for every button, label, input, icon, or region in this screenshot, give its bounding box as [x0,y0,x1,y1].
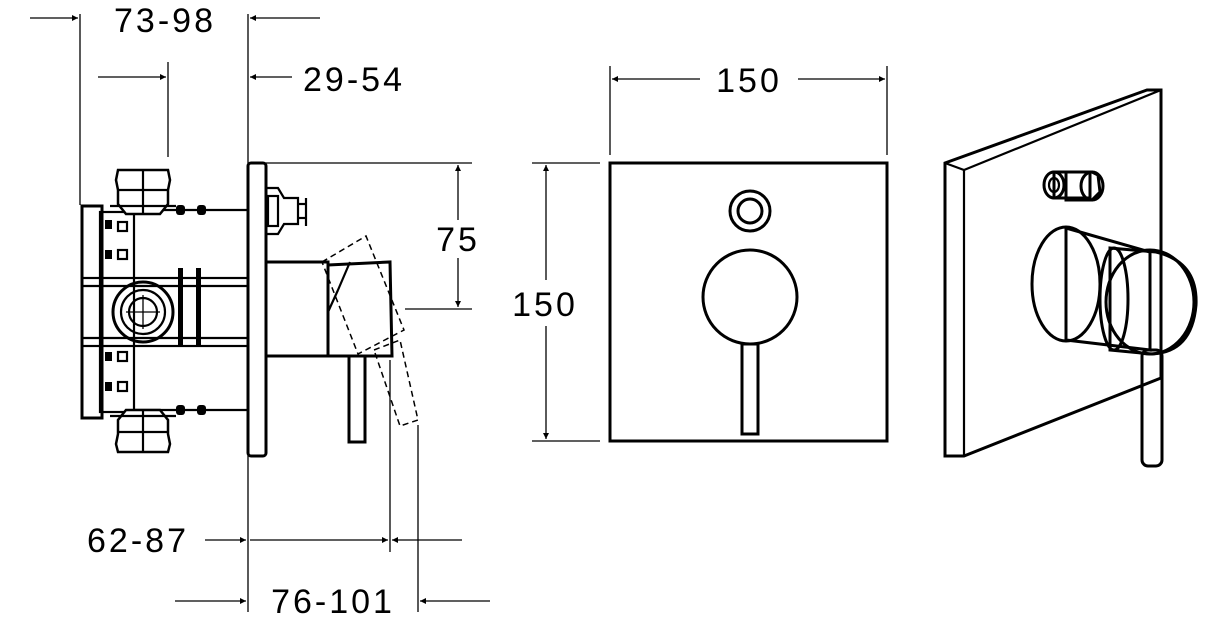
dim-bottom-depth-b-label: 76-101 [271,583,395,621]
handle-front [701,248,799,436]
dim-bottom-depth-a-label: 62-87 [87,522,189,560]
dim-front-width: 150 [612,62,885,100]
handle-side [264,234,419,444]
diverter-knob-side [266,186,308,236]
cover-plate-front [608,161,889,443]
cover-plate-side [246,161,268,458]
dim-top-offset: 29-54 [98,61,405,99]
dim-handle-height-label: 75 [436,221,480,259]
hex-nut-top [110,168,176,216]
dim-handle-height: 75 [436,165,480,307]
dim-top-offset-label: 29-54 [303,61,405,99]
handle-iso [1030,225,1198,468]
dim-top-depth: 73-98 [30,2,320,40]
dim-front-height: 150 [512,165,578,439]
dim-front-width-label: 150 [716,62,782,100]
dim-top-depth-label: 73-98 [114,2,216,40]
cover-plate-iso [943,88,1163,458]
dim-front-height-label: 150 [512,286,578,324]
diverter-knob-iso [1042,170,1105,202]
valve-body [80,204,250,420]
diverter-knob-front [728,189,772,233]
dim-bottom-depth-b: 76-101 [175,583,490,621]
front-view: 150 150 [512,62,889,443]
dim-bottom-depth-a: 62-87 [87,522,462,560]
isometric-view [943,88,1198,468]
side-view: 73-98 29-54 75 62-87 76-101 [30,2,490,621]
hex-nut-bottom [110,408,176,454]
